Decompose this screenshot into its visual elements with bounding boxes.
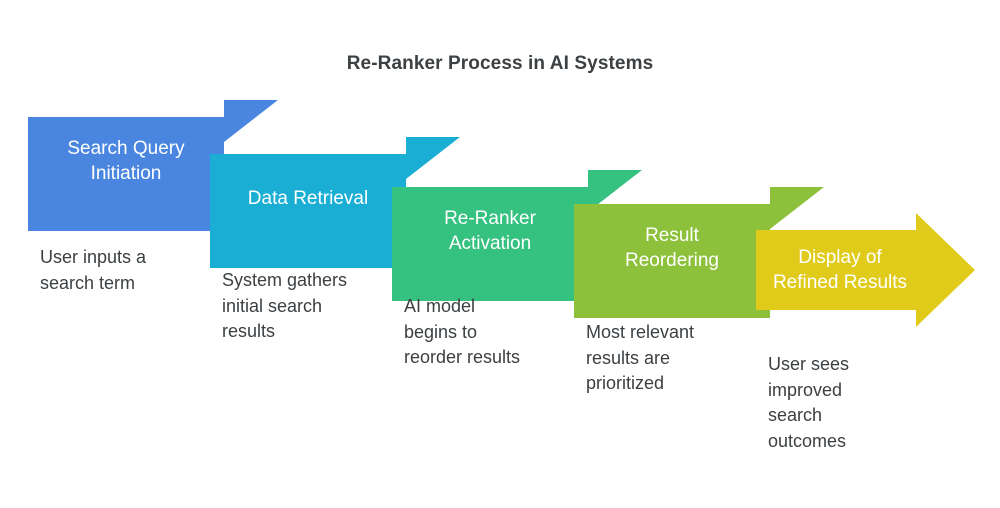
stage-1-caption: User inputs a search term <box>40 247 147 293</box>
stage-5-arrow-shape <box>756 213 975 327</box>
stage-4-caption: Most relevant results are prioritized <box>586 322 695 393</box>
stage-5-caption: User sees improved search outcomes <box>768 354 850 451</box>
process-stage-5[interactable]: Display of Refined Results <box>756 213 976 343</box>
stage-3-caption: AI model begins to reorder results <box>404 296 521 367</box>
page-title: Re-Ranker Process in AI Systems <box>346 53 654 74</box>
stage-2-caption: System gathers initial search results <box>222 270 348 341</box>
